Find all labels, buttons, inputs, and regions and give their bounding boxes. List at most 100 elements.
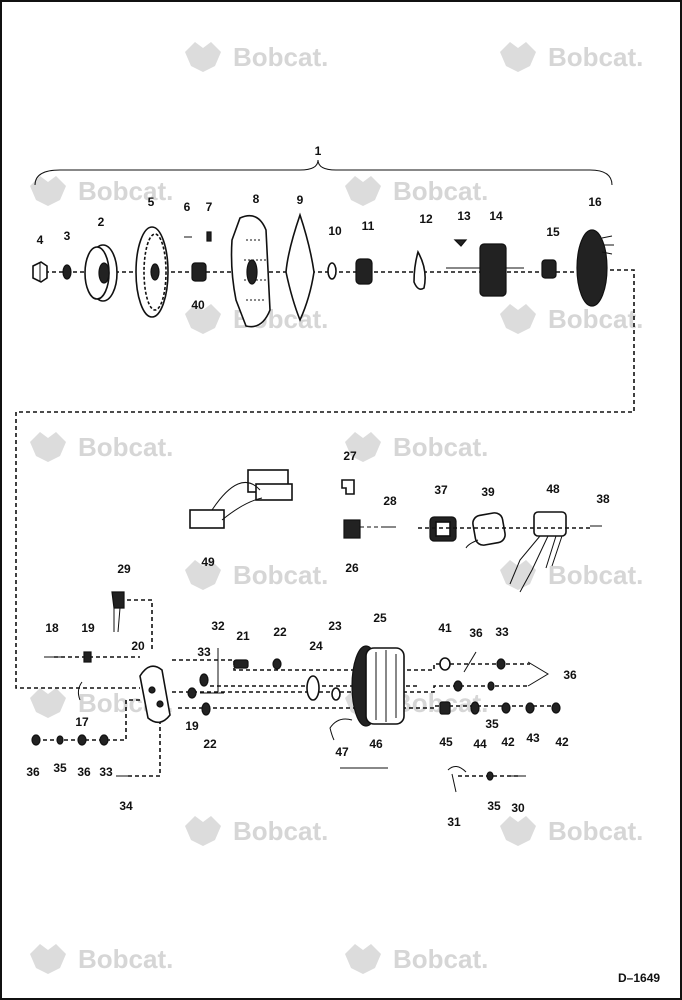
watermark-text: Bobcat. xyxy=(78,944,173,974)
watermark: Bobcat. xyxy=(500,42,643,72)
washer-7 xyxy=(206,231,212,242)
screw-36a xyxy=(463,651,477,673)
callout-4: 4 xyxy=(37,233,44,247)
callout-42: 42 xyxy=(555,735,569,749)
callout-40: 40 xyxy=(191,298,205,312)
fan-5 xyxy=(135,226,169,318)
wire-31 xyxy=(447,766,467,793)
callout-6: 6 xyxy=(184,200,191,214)
watermark-text: Bobcat. xyxy=(233,560,328,590)
bobcat-logo-icon xyxy=(500,304,536,334)
callout-26: 26 xyxy=(345,561,359,575)
watermark: Bobcat. xyxy=(30,432,173,462)
callout-39: 39 xyxy=(481,485,495,499)
pulley-2 xyxy=(84,244,118,302)
bobcat-logo-icon xyxy=(345,176,381,206)
rectifier-25 xyxy=(351,645,405,727)
brush-set-49 xyxy=(189,469,293,529)
watermark-text: Bobcat. xyxy=(548,816,643,846)
callout-17: 17 xyxy=(75,715,89,729)
end-frame-20 xyxy=(139,665,171,724)
callout-33: 33 xyxy=(495,625,509,639)
callout-48: 48 xyxy=(546,482,560,496)
nut-22a xyxy=(272,658,282,670)
callout-23: 23 xyxy=(328,619,342,633)
watermark-text: Bobcat. xyxy=(548,304,643,334)
nut-36c xyxy=(31,734,41,746)
nut-22b xyxy=(201,702,211,716)
nut-33b xyxy=(496,658,506,670)
callout-42: 42 xyxy=(501,735,515,749)
callout-25: 25 xyxy=(373,611,387,625)
callout-1: 1 xyxy=(315,144,322,158)
watermark-layer: Bobcat. Bobcat. Bobcat. Bobcat. Bobcat. Bobca… xyxy=(30,42,643,974)
bobcat-logo-icon xyxy=(500,560,536,590)
nut-43 xyxy=(525,702,535,714)
bobcat-logo-icon xyxy=(185,42,221,72)
ring-24 xyxy=(306,675,320,701)
drawing-code: D–1649 xyxy=(618,971,660,985)
callout-37: 37 xyxy=(434,483,448,497)
rotor-14 xyxy=(446,243,524,297)
callout-22: 22 xyxy=(203,737,217,751)
nut-19a xyxy=(83,651,92,663)
callout-29: 29 xyxy=(117,562,131,576)
callout-16: 16 xyxy=(588,195,602,209)
callout-27: 27 xyxy=(343,449,357,463)
stator-16 xyxy=(576,229,614,307)
callout-18: 18 xyxy=(45,621,59,635)
callout-49: 49 xyxy=(201,555,215,569)
callout-43: 43 xyxy=(526,731,540,745)
watermark-text: Bobcat. xyxy=(393,176,488,206)
callout-10: 10 xyxy=(328,224,342,238)
washer-41 xyxy=(439,657,451,671)
watermark-text: Bobcat. xyxy=(548,42,643,72)
nut-33c xyxy=(99,734,109,746)
nut-36d xyxy=(77,734,87,746)
callout-28: 28 xyxy=(383,494,397,508)
housing-8 xyxy=(230,214,271,328)
connector-line xyxy=(15,269,635,689)
nut-42b xyxy=(551,702,561,714)
callout-12: 12 xyxy=(419,212,433,226)
callout-35: 35 xyxy=(487,799,501,813)
watermark: Bobcat. xyxy=(185,42,328,72)
bobcat-logo-icon xyxy=(185,816,221,846)
callout-22: 22 xyxy=(273,625,287,639)
nut-42a xyxy=(501,702,511,714)
washer-35b xyxy=(56,735,64,745)
harness-48 xyxy=(509,511,567,593)
nut-4 xyxy=(32,261,48,283)
seal-10 xyxy=(327,262,337,280)
callout-5: 5 xyxy=(148,195,155,209)
wire-47 xyxy=(329,718,353,741)
callout-33: 33 xyxy=(99,765,113,779)
watermark-text: Bobcat. xyxy=(78,176,173,206)
callout-44: 44 xyxy=(473,737,487,751)
washer-35c xyxy=(486,771,494,781)
callout-21: 21 xyxy=(236,629,250,643)
watermark: Bobcat. xyxy=(500,304,643,334)
watermark: Bobcat. xyxy=(500,560,643,590)
bearing-15 xyxy=(541,259,557,279)
callout-7: 7 xyxy=(206,200,213,214)
callout-13: 13 xyxy=(457,209,471,223)
nut-44 xyxy=(470,701,480,715)
watermark: Bobcat. xyxy=(345,176,488,206)
callout-32: 32 xyxy=(211,619,225,633)
bobcat-logo-icon xyxy=(345,944,381,974)
watermark: Bobcat. xyxy=(500,816,643,846)
washer-35a xyxy=(487,681,495,691)
callout-38: 38 xyxy=(596,492,610,506)
callout-45: 45 xyxy=(439,735,453,749)
nut-33a xyxy=(199,673,209,687)
callout-36: 36 xyxy=(26,765,40,779)
watermark-text: Bobcat. xyxy=(548,560,643,590)
watermark-text: Bobcat. xyxy=(233,42,328,72)
bobcat-logo-icon xyxy=(500,42,536,72)
spacer-40 xyxy=(191,262,207,282)
bearing-11 xyxy=(355,258,373,285)
callout-15: 15 xyxy=(546,225,560,239)
callout-35: 35 xyxy=(485,717,499,731)
